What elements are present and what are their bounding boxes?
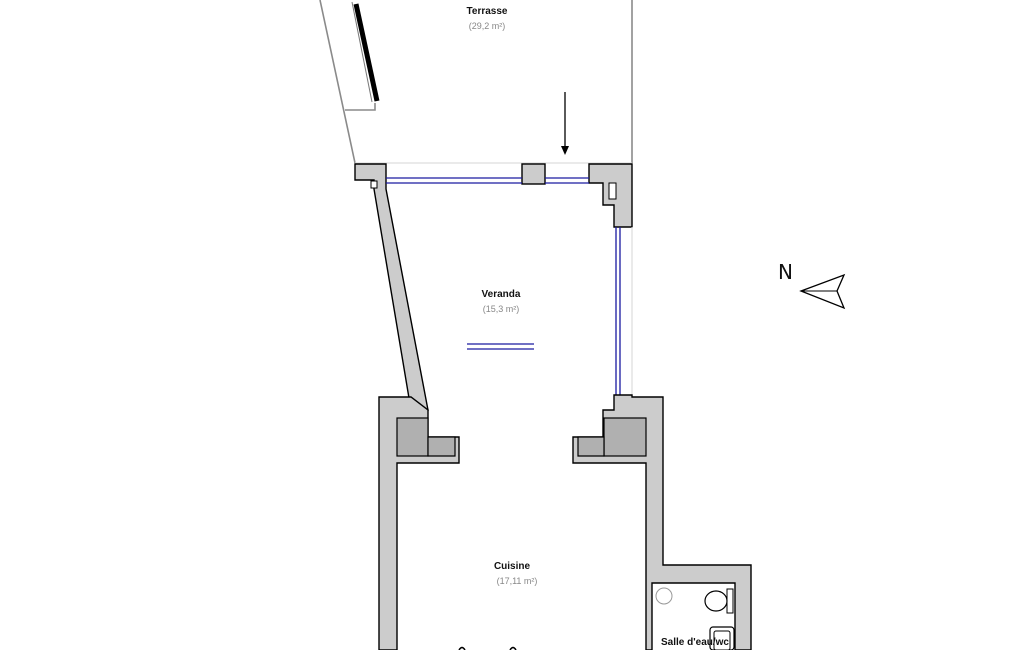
room-salle-name: Salle d'eau/wc <box>661 637 729 648</box>
veranda-middle-pillar <box>521 163 546 185</box>
cuisine-fixture-fragment <box>458 646 517 650</box>
cuisine-left-wall <box>378 396 460 650</box>
room-cuisine-area: (17,11 m²) <box>497 576 538 586</box>
veranda-sliding-door <box>467 343 534 350</box>
veranda-left-wall <box>354 163 429 411</box>
veranda-front-glazing <box>386 177 589 184</box>
veranda-left-post <box>370 180 378 189</box>
room-terrasse-name: Terrasse <box>467 6 508 17</box>
compass: N <box>778 260 846 310</box>
cuisine-left-column-step <box>427 436 456 457</box>
room-veranda-area: (15,3 m²) <box>483 304 520 314</box>
terrasse-bench-edge <box>351 1 373 103</box>
terrasse-outline <box>319 0 633 164</box>
cuisine-right-column-step <box>577 436 605 457</box>
toilet-icon <box>704 588 734 614</box>
veranda-side-glazing <box>615 227 633 395</box>
cuisine-left-column <box>396 417 429 457</box>
compass-label: N <box>778 260 793 284</box>
sink-icon <box>709 626 735 650</box>
shower-drain-icon <box>655 587 673 605</box>
terrasse-bench <box>353 3 380 102</box>
room-veranda-name: Veranda <box>482 289 521 300</box>
cuisine-right-column <box>603 417 647 457</box>
entrance-arrow-icon <box>561 92 569 155</box>
veranda-right-post <box>608 182 617 200</box>
room-terrasse-area: (29,2 m²) <box>469 21 506 31</box>
room-cuisine-name: Cuisine <box>494 561 531 572</box>
cuisine-right-wall <box>572 394 752 650</box>
